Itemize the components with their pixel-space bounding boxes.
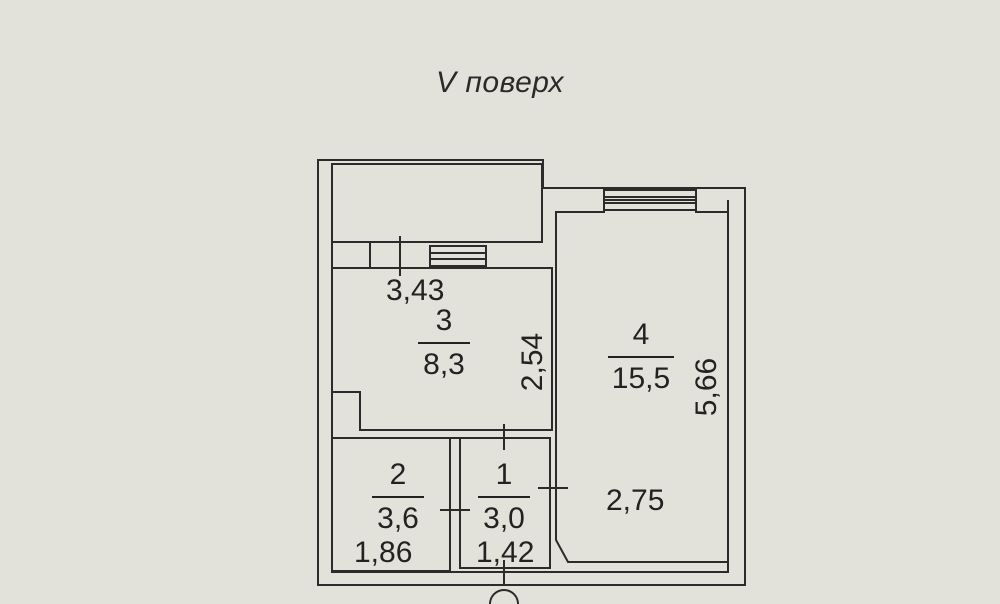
room-3-label: 3 8,3 (418, 306, 470, 380)
room-4-number: 4 (632, 318, 650, 351)
room3-depth-label: 2,54 (516, 332, 550, 392)
room-2-number: 2 (389, 458, 407, 491)
room-1-number: 1 (495, 458, 513, 491)
window-room4 (603, 189, 697, 211)
room-3-area: 8,3 (418, 342, 470, 380)
room-1-label: 1 3,0 (478, 460, 530, 534)
room1-width-label: 1,42 (476, 536, 535, 569)
room-2-area: 3,6 (372, 496, 424, 534)
room4-width-label: 2,75 (606, 484, 665, 517)
entrance-marker (489, 589, 519, 604)
room-2-label: 2 3,6 (372, 460, 424, 534)
room2-width-label: 1,86 (354, 536, 413, 569)
room-3-outline (332, 267, 553, 431)
balcony (331, 163, 543, 243)
window-room3 (429, 245, 487, 267)
room4-length-label: 5,66 (690, 357, 724, 417)
room3-width-label: 3,43 (386, 274, 445, 307)
outer-wall (317, 159, 746, 586)
floor-title: V поверх (436, 66, 564, 99)
room-4-area: 15,5 (608, 356, 674, 394)
room-2-outline (331, 437, 451, 572)
room-1-area: 3,0 (478, 496, 530, 534)
room-3-number: 3 (435, 304, 453, 337)
room-4-label: 4 15,5 (608, 320, 674, 394)
